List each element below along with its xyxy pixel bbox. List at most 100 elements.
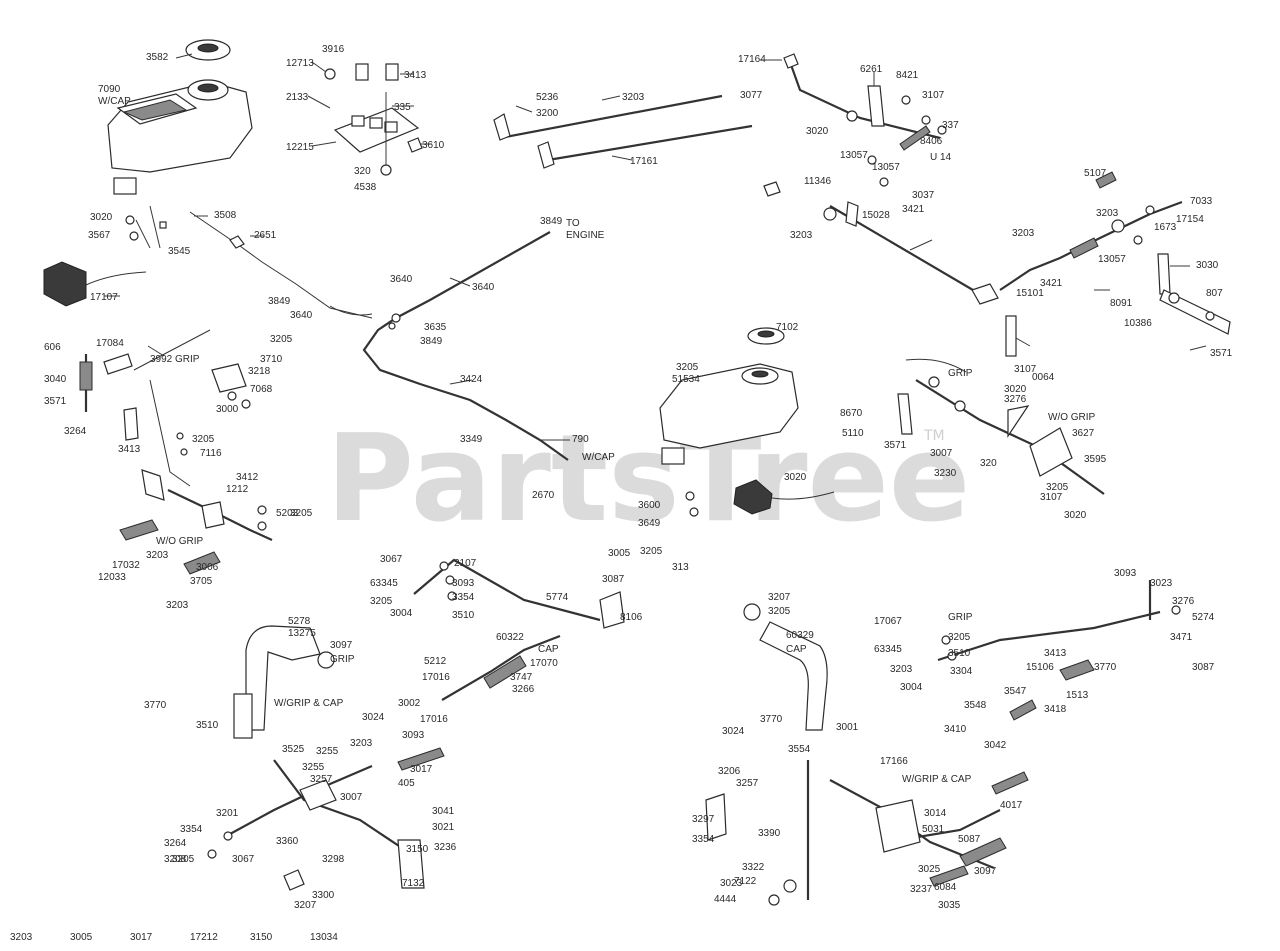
top-cables: [493, 94, 753, 169]
part-label: 3582: [146, 52, 169, 63]
part-label: 3421: [902, 204, 925, 215]
part-label: 3001: [836, 722, 859, 733]
part-label: 3005: [70, 932, 93, 943]
part-label: 5087: [958, 834, 981, 845]
part-label: 17016: [422, 672, 450, 683]
part-label: 7116: [200, 448, 222, 459]
engine-cable: [329, 231, 569, 461]
part-label: 17032: [112, 560, 140, 571]
part-label: 3205: [1046, 482, 1069, 493]
part-label: 17016: [420, 714, 448, 725]
part-label: 3264: [164, 838, 187, 849]
part-label: 13034: [310, 932, 338, 943]
part-label: 13057: [1098, 254, 1126, 265]
part-label: 3067: [380, 554, 403, 565]
part-label: 3021: [432, 822, 455, 833]
part-label: 3097: [330, 640, 353, 651]
part-label: 3257: [736, 778, 759, 789]
part-label: 17164: [738, 54, 766, 65]
part-label: 3567: [88, 230, 111, 241]
part-label: 3298: [322, 854, 345, 865]
watermark: PartsTree TM: [326, 410, 970, 549]
part-label: 3610: [422, 140, 445, 151]
part-label: 3554: [788, 744, 811, 755]
part-label: 337: [942, 120, 959, 131]
part-label: GRIP: [948, 368, 973, 379]
part-label: 3257: [310, 774, 333, 785]
leader-lines: [104, 53, 1207, 441]
part-label: 3004: [900, 682, 923, 693]
part-label: 12033: [98, 572, 126, 583]
part-label: 3087: [602, 574, 625, 585]
cable-center: [413, 558, 625, 701]
fuel-shutoff-bracket: [324, 63, 423, 176]
part-label: 807: [1206, 288, 1223, 299]
part-label: CAP: [538, 644, 559, 655]
part-label: 3087: [1192, 662, 1215, 673]
part-label: 3205: [768, 606, 791, 617]
part-label: 3035: [938, 900, 961, 911]
part-label: 335: [394, 102, 411, 113]
bottom-right-assembly: [705, 580, 1181, 906]
part-label: 3635: [424, 322, 447, 333]
part-label: 17154: [1176, 214, 1204, 225]
part-label: 3020: [806, 126, 829, 137]
part-label: 3276: [1004, 394, 1027, 405]
part-label: 3571: [1210, 348, 1233, 359]
part-label: 3203: [890, 664, 913, 675]
part-label: 3360: [276, 836, 299, 847]
part-label: 3510: [196, 720, 219, 731]
part-label: 3508: [214, 210, 237, 221]
part-label: 3349: [460, 434, 483, 445]
part-label: 3150: [250, 932, 273, 943]
part-label: 3640: [472, 282, 495, 293]
part-label: 3471: [1170, 632, 1193, 643]
part-label: 3236: [434, 842, 457, 853]
part-label: W/GRIP & CAP: [902, 774, 972, 785]
part-label: 7102: [776, 322, 799, 333]
part-label: 3322: [742, 862, 765, 873]
part-label: W/GRIP & CAP: [274, 698, 344, 709]
part-label: 3510: [452, 610, 475, 621]
watermark-tm: TM: [923, 428, 945, 444]
part-label: 3354: [692, 834, 715, 845]
part-label: W/O GRIP: [156, 536, 204, 547]
part-label: 3200: [536, 108, 559, 119]
part-label: 3030: [1196, 260, 1219, 271]
part-label: 60322: [496, 632, 524, 643]
part-label: 5236: [536, 92, 559, 103]
part-label: 15106: [1026, 662, 1054, 673]
part-label: 3255: [316, 746, 339, 757]
part-label: 17067: [874, 616, 902, 627]
part-label: TO: [566, 218, 580, 229]
part-label: 3276: [1172, 596, 1195, 607]
watermark-brand: PartsTree: [326, 410, 970, 549]
part-label: 3510: [948, 648, 971, 659]
part-label: 3747: [510, 672, 533, 683]
part-label: 8421: [896, 70, 919, 81]
part-label: 3208: [164, 854, 187, 865]
part-label: 3705: [190, 576, 213, 587]
part-label: 3203: [1096, 208, 1119, 219]
part-label: 3020: [90, 212, 113, 223]
part-label: 3205: [290, 508, 313, 519]
part-label: 3037: [912, 190, 935, 201]
part-label: ENGINE: [566, 230, 605, 241]
part-label: 17084: [96, 338, 124, 349]
part-label: 4017: [1000, 800, 1023, 811]
part-label: 3203: [10, 932, 33, 943]
part-label: 2107: [454, 558, 477, 569]
part-label: 3992 GRIP: [150, 354, 200, 365]
part-label: 3770: [144, 700, 167, 711]
part-label: 17166: [880, 756, 908, 767]
part-label: 3300: [312, 890, 335, 901]
part-label: 3640: [290, 310, 313, 321]
part-label: 3024: [722, 726, 745, 737]
part-label: 7068: [250, 384, 273, 395]
part-label: 7090: [98, 84, 121, 95]
part-label: W/O GRIP: [1048, 412, 1096, 423]
grip-left: [233, 625, 335, 739]
part-label: 5031: [922, 824, 945, 835]
part-label: 3007: [340, 792, 363, 803]
part-label: 4444: [714, 894, 737, 905]
